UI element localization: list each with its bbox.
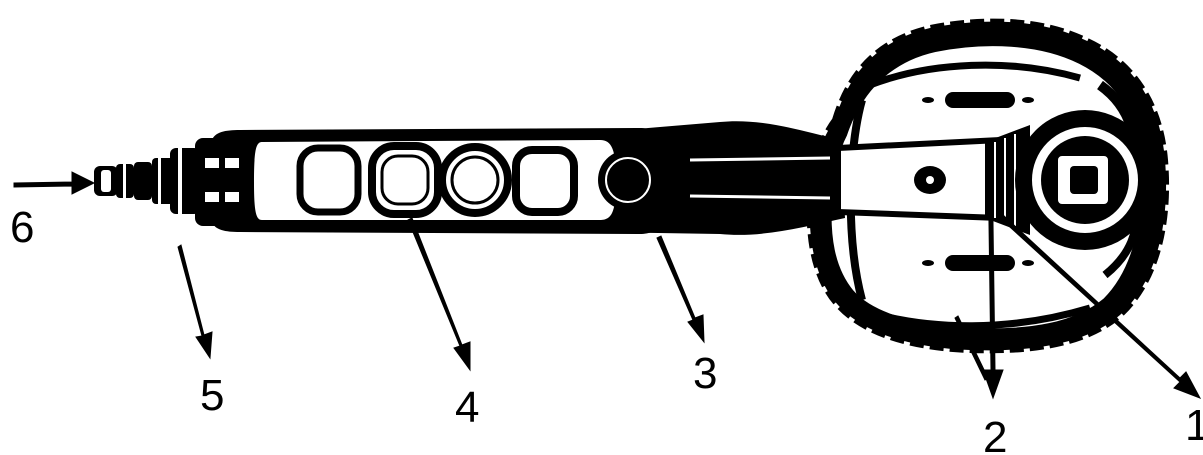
label-2: 2 <box>983 413 1007 455</box>
drive-bolt-center <box>926 176 934 184</box>
drive-collar <box>985 125 1030 235</box>
slot-top-dot-left <box>922 97 934 103</box>
arrow-2b <box>954 315 989 381</box>
callout-labels: 6 5 4 3 2 1 <box>10 203 1203 455</box>
inlet-ridge-1 <box>134 162 152 200</box>
end-cap-slot-1 <box>205 158 219 168</box>
shaft-highlight-1 <box>689 156 831 162</box>
slot-top <box>945 92 1015 108</box>
slot-bottom-dot-left <box>922 260 934 266</box>
shaft-highlight-2 <box>689 194 831 200</box>
handle-button-1 <box>296 144 362 216</box>
slot-bottom <box>945 255 1015 271</box>
arrow-6 <box>13 171 96 195</box>
end-cap <box>195 138 247 226</box>
arrow-3 <box>656 235 705 344</box>
tool-handle <box>195 121 845 235</box>
handle-button-2-inner <box>380 154 430 206</box>
label-5: 5 <box>200 371 224 420</box>
end-cap-slot-4 <box>225 192 239 202</box>
inlet-step <box>152 158 174 204</box>
callout-arrows <box>13 149 1202 400</box>
ratchet-ridge-bottom <box>867 304 1092 330</box>
arrow-4 <box>407 217 471 372</box>
label-1: 1 <box>1185 401 1203 450</box>
inlet-collar <box>170 148 200 214</box>
square-drive-inner <box>1070 166 1098 194</box>
label-4: 4 <box>455 383 479 432</box>
drive-section <box>835 110 1155 250</box>
label-3: 3 <box>693 349 717 398</box>
handle-button-5-ring <box>605 157 651 203</box>
end-cap-slot-3 <box>225 158 239 168</box>
handle-button-3-inner <box>450 155 500 205</box>
air-inlet-fitting <box>94 148 200 214</box>
slot-bottom-dot-right <box>1022 260 1034 266</box>
label-6: 6 <box>10 203 34 252</box>
ratchet-ridge-top <box>868 61 1081 89</box>
inlet-nipple-band <box>101 170 111 192</box>
arrow-5 <box>177 244 213 360</box>
arrow-2a <box>982 149 1004 400</box>
end-cap-slot-2 <box>205 192 219 202</box>
inlet-step-band <box>158 158 161 204</box>
slot-top-dot-right <box>1022 97 1034 103</box>
inlet-ridge-2-band <box>123 164 126 198</box>
inlet-collar-band <box>178 148 182 214</box>
handle-button-4 <box>512 146 578 216</box>
arrow-1 <box>999 214 1202 399</box>
